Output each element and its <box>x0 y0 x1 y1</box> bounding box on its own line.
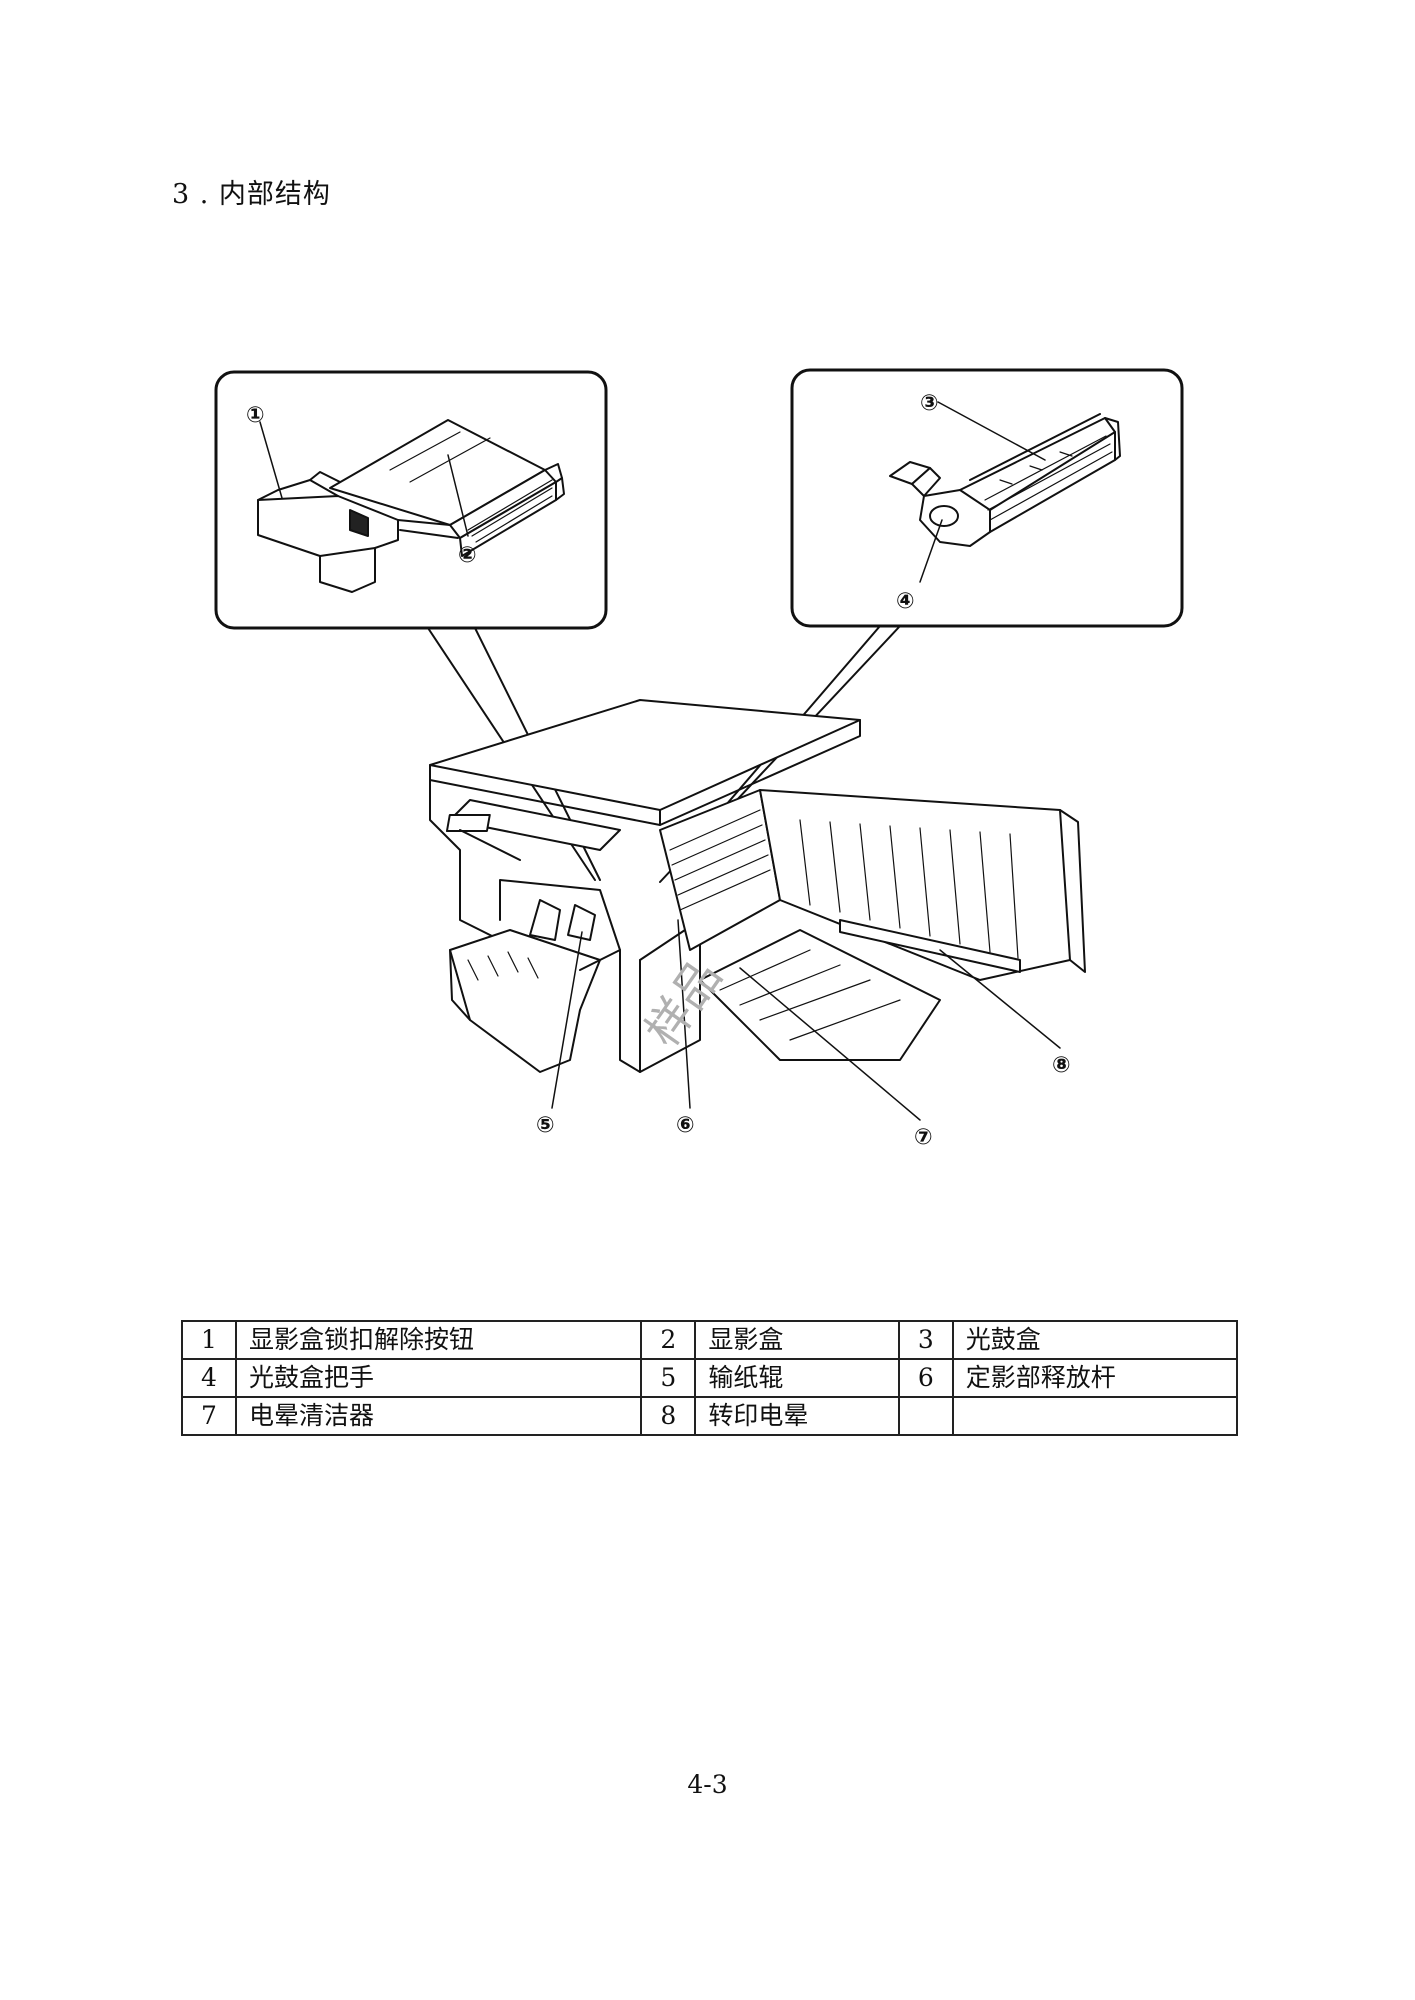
callout-5: ⑤ <box>536 1113 555 1138</box>
leader-line-7 <box>739 967 921 1121</box>
table-row: 7 电晕清洁器 8 转印电晕 <box>181 1396 1239 1436</box>
section-title: 3 . 内部结构 <box>172 179 331 210</box>
leader-line-3 <box>937 401 1046 461</box>
table-row: 1 显影盒锁扣解除按钮 2 显影盒 3 光鼓盒 <box>181 1320 1239 1360</box>
legend-label: 输纸辊 <box>694 1358 900 1398</box>
leader-line-8 <box>939 949 1061 1049</box>
legend-number <box>897 1396 954 1436</box>
leader-line-4 <box>919 519 943 583</box>
callout-2: ② <box>458 543 477 568</box>
legend-number: 8 <box>640 1396 697 1436</box>
legend-label: 转印电晕 <box>694 1396 900 1436</box>
parts-legend-table: 1 显影盒锁扣解除按钮 2 显影盒 3 光鼓盒 4 光鼓盒把手 5 输纸辊 6 … <box>181 1320 1239 1436</box>
developer-cartridge-illustration <box>257 419 565 593</box>
legend-label: 显影盒锁扣解除按钮 <box>234 1320 643 1360</box>
drum-cartridge-illustration <box>889 413 1121 547</box>
legend-number: 1 <box>181 1320 237 1360</box>
drum-cartridge-callout-box <box>790 368 1184 628</box>
watermark: 样品 <box>635 950 732 1056</box>
leader-line-6 <box>677 919 691 1109</box>
legend-number: 4 <box>181 1358 237 1398</box>
callout-3: ③ <box>920 391 939 416</box>
page-number: 4-3 <box>687 1770 728 1799</box>
callout-8: ⑧ <box>1052 1053 1071 1078</box>
legend-number: 6 <box>897 1358 954 1398</box>
legend-number: 5 <box>640 1358 697 1398</box>
callout-6: ⑥ <box>676 1113 695 1138</box>
developer-cartridge-callout-box <box>214 370 608 630</box>
callout-1: ① <box>246 403 265 428</box>
callout-4: ④ <box>896 589 915 614</box>
legend-label: 光鼓盒把手 <box>234 1358 643 1398</box>
legend-number: 3 <box>897 1320 954 1360</box>
table-row: 4 光鼓盒把手 5 输纸辊 6 定影部释放杆 <box>181 1358 1239 1398</box>
legend-label: 显影盒 <box>694 1320 900 1360</box>
internal-structure-figure: ① ② ③ ④ <box>200 360 1220 1160</box>
leader-line-1 <box>259 421 283 499</box>
copier-illustration <box>429 699 1086 1073</box>
legend-number: 2 <box>640 1320 697 1360</box>
leader-line-2 <box>447 454 469 537</box>
callout-7: ⑦ <box>914 1125 933 1150</box>
legend-number: 7 <box>181 1396 237 1436</box>
legend-label: 光鼓盒 <box>951 1320 1239 1360</box>
leader-line-5 <box>551 931 583 1109</box>
legend-label: 电晕清洁器 <box>234 1396 643 1436</box>
legend-label <box>951 1396 1239 1436</box>
legend-label: 定影部释放杆 <box>951 1358 1239 1398</box>
